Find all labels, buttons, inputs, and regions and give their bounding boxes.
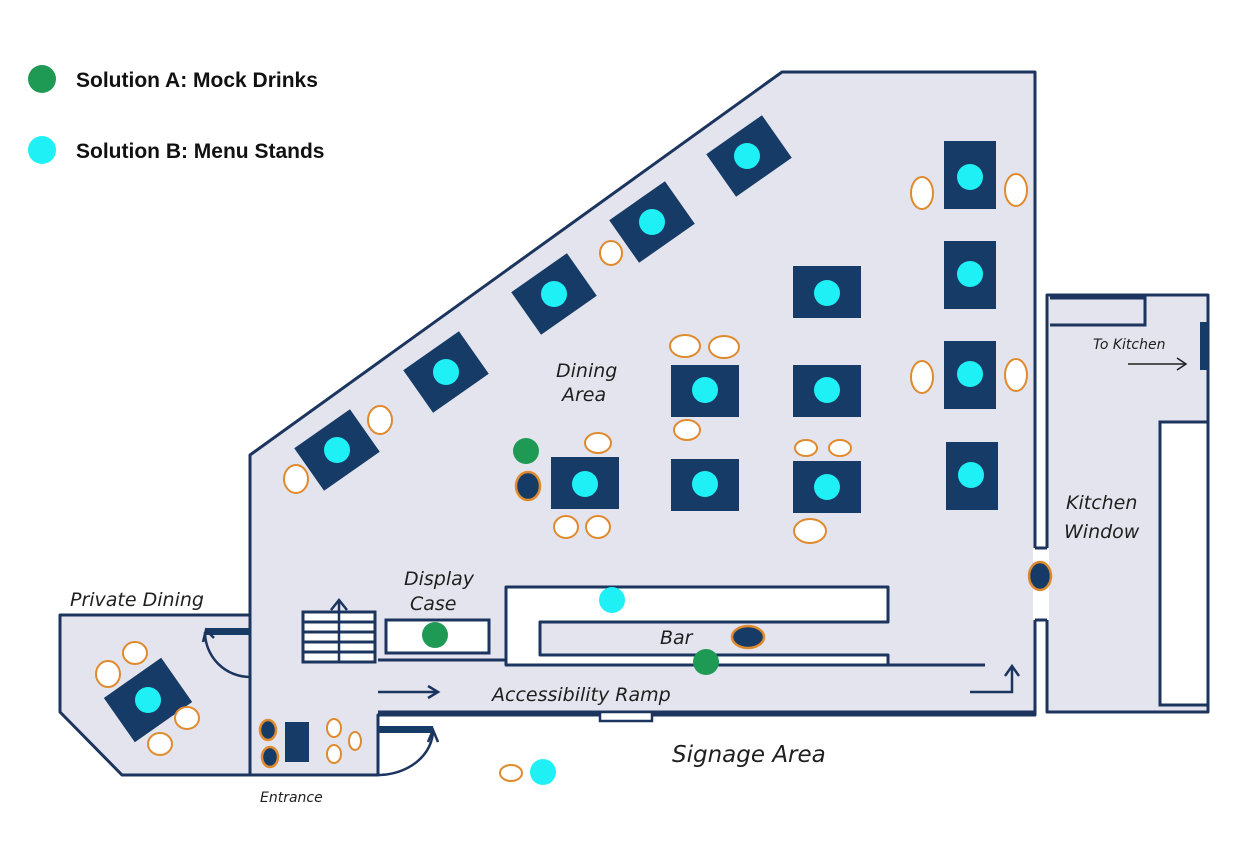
bar-label: Bar (660, 627, 694, 649)
solution-b-legend-dot (28, 136, 56, 164)
signage-area-label: Signage Area (672, 742, 826, 768)
accessibility-ramp-label: Accessibility Ramp (490, 684, 671, 706)
kitchen-window-label-2: Window (1064, 521, 1140, 543)
to-kitchen-label: To Kitchen (1093, 337, 1165, 353)
solution-b-legend-label: Solution B: Menu Stands (76, 140, 324, 163)
solution-a-markers (422, 438, 719, 675)
kitchen-inner-wall (1158, 420, 1210, 707)
dining-area-label-1: Dining (556, 360, 617, 382)
chairs (95, 173, 1028, 782)
kitchen-window-label-1: Kitchen (1066, 492, 1137, 514)
entrance-host-stand (285, 722, 309, 762)
stools (258, 470, 1053, 769)
display-case-label-2: Case (410, 593, 457, 615)
display-case-label-1: Display (404, 568, 475, 590)
kitchen-door (1200, 322, 1208, 370)
kitchen-top-box (1050, 296, 1147, 327)
signage-notch (598, 710, 654, 723)
private-dining-door (201, 627, 251, 679)
entrance-label: Entrance (260, 790, 323, 806)
center-tables (551, 266, 861, 513)
legend: Solution A: Mock Drinks Solution B: Menu… (28, 65, 324, 164)
dining-area-label-2: Area (560, 384, 606, 406)
private-dining-label: Private Dining (70, 589, 204, 611)
solution-b-markers (135, 143, 984, 785)
ramp-turn-arrow (970, 668, 1014, 694)
solution-a-legend-label: Solution A: Mock Drinks (76, 69, 318, 92)
stairs (301, 597, 377, 664)
solution-a-legend-dot (28, 65, 56, 93)
entrance-door (377, 726, 440, 777)
